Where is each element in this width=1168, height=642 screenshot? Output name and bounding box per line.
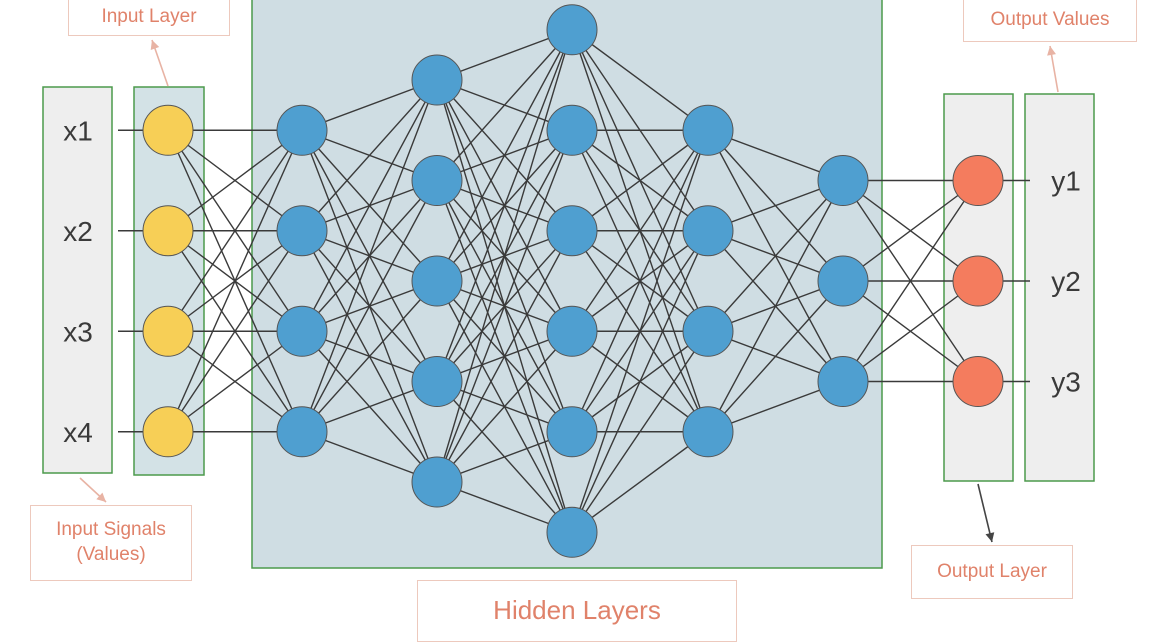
output-node-6-2 — [952, 255, 1004, 307]
io-stub-lines — [118, 129, 1030, 433]
input-label-x4: x4 — [63, 417, 93, 448]
connection-l3-5-0 — [571, 130, 709, 533]
hidden-node-4-1 — [682, 104, 734, 156]
hidden-layers-label: Hidden Layers — [493, 595, 661, 626]
io-labels: x1 x2 x3 x4 y1 y2 y3 — [63, 115, 1081, 448]
hidden-node-3-3 — [546, 205, 598, 257]
input-signals-label-line2: (Values) — [76, 544, 146, 565]
hidden-node-2-3 — [411, 255, 463, 307]
connection-l3-0-0 — [571, 29, 709, 131]
hidden-node-4-3 — [682, 305, 734, 357]
connection-l2-4-2 — [436, 230, 573, 483]
hidden-node-2-5 — [411, 456, 463, 508]
connection-l2-1-0 — [436, 29, 573, 181]
output-node-6-3 — [952, 356, 1004, 407]
hidden-node-3-4 — [546, 305, 598, 357]
input-label-x2: x2 — [63, 216, 93, 247]
hidden-node-3-2 — [546, 104, 598, 156]
hidden-node-3-5 — [546, 406, 598, 458]
output-label-y1: y1 — [1051, 166, 1081, 197]
hidden-node-1-3 — [276, 305, 328, 357]
input-node-0-3 — [142, 305, 194, 357]
input-label-x3: x3 — [63, 316, 93, 347]
output-values-arrow — [1047, 45, 1059, 93]
connection-l2-4-3 — [436, 330, 573, 483]
hidden-node-4-2 — [682, 205, 734, 257]
input-signals-callout: Input Signals (Values) — [30, 505, 192, 581]
hidden-layers-callout: Hidden Layers — [417, 580, 737, 642]
connection-l3-2-0 — [571, 129, 709, 232]
connection-l0-1-0 — [167, 129, 303, 232]
connection-l3-4-0 — [571, 129, 709, 433]
connection-l5-1-0 — [842, 179, 979, 282]
output-values-label: Output Values — [990, 8, 1110, 30]
hidden-node-1-2 — [276, 205, 328, 257]
connection-l0-3-2 — [167, 330, 303, 433]
hidden-node-2-1 — [411, 54, 463, 106]
callout-arrows — [79, 39, 1059, 543]
connection-l2-3-0 — [436, 29, 573, 382]
hidden-node-4-4 — [682, 406, 734, 458]
input-layer-callout: Input Layer — [68, 0, 230, 36]
output-layer-label: Output Layer — [937, 560, 1047, 582]
input-node-0-4 — [142, 406, 194, 458]
connection-l1-3-2 — [301, 280, 438, 433]
connection-l2-2-0 — [436, 29, 573, 282]
connection-l0-3-1 — [167, 230, 303, 433]
input-layer-arrow — [150, 39, 169, 87]
hidden-node-5-2 — [817, 255, 869, 307]
output-values-callout: Output Values — [963, 0, 1137, 42]
output-values-panel — [1024, 93, 1095, 482]
connection-l3-3-0 — [571, 129, 709, 332]
input-node-0-1 — [142, 104, 194, 156]
connection-l4-3-1 — [707, 280, 844, 433]
connection-l2-4-1 — [436, 129, 573, 483]
hidden-node-2-4 — [411, 356, 463, 407]
output-label-y2: y2 — [1051, 266, 1081, 297]
connection-l3-5-2 — [571, 330, 709, 533]
input-node-0-2 — [142, 205, 194, 257]
input-label-x1: x1 — [63, 115, 93, 146]
hidden-node-3-6 — [546, 506, 598, 558]
connection-l1-2-0 — [301, 79, 438, 332]
hidden-node-2-2 — [411, 155, 463, 206]
neurons — [142, 4, 1004, 558]
connection-l1-1-0 — [301, 79, 438, 232]
hidden-node-1-1 — [276, 104, 328, 156]
connection-l4-3-0 — [707, 180, 844, 433]
output-node-6-1 — [952, 155, 1004, 206]
output-layer-callout: Output Layer — [911, 545, 1073, 599]
input-signals-panel — [42, 86, 113, 474]
connection-l1-3-1 — [301, 180, 438, 433]
connection-l1-3-0 — [301, 79, 438, 433]
connection-l5-2-0 — [842, 180, 979, 382]
connection-l2-4-0 — [436, 29, 573, 483]
output-label-y3: y3 — [1051, 367, 1081, 398]
connection-l0-2-0 — [167, 129, 303, 332]
connection-l5-2-1 — [842, 280, 979, 383]
input-layer-label: Input Layer — [101, 5, 197, 27]
connection-l4-2-0 — [707, 180, 844, 332]
output-layer-arrow — [977, 483, 995, 543]
hidden-node-5-3 — [817, 356, 869, 407]
connection-l3-5-1 — [571, 230, 709, 533]
connection-l0-3-0 — [167, 129, 303, 433]
hidden-layers-region — [251, 0, 883, 569]
input-signals-arrow — [79, 477, 107, 503]
hidden-node-5-1 — [817, 155, 869, 206]
hidden-node-3-1 — [546, 4, 598, 56]
input-signals-label-line1: Input Signals — [56, 519, 166, 541]
connection-l3-5-3 — [571, 431, 709, 533]
hidden-node-1-4 — [276, 406, 328, 458]
